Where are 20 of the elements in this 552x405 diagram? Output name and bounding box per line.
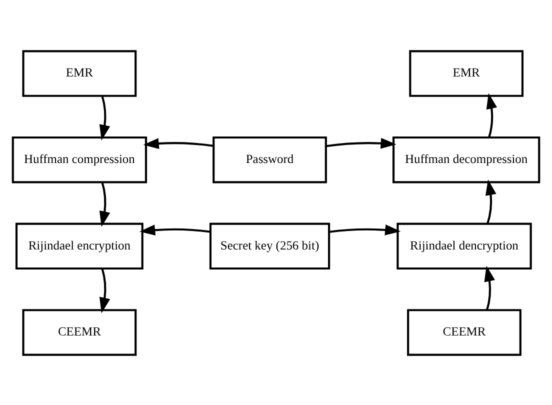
arrow: [99, 268, 110, 313]
arrow: [140, 224, 210, 236]
node-box: Huffman compression: [12, 136, 148, 183]
node-box: CEEMR: [407, 308, 522, 356]
node-box: CEEMR: [22, 308, 137, 356]
node-box: Password: [212, 136, 327, 183]
arrow: [484, 265, 495, 310]
node-box: EMR: [409, 50, 524, 96]
arrow: [486, 178, 496, 224]
arrow: [99, 95, 110, 140]
node-box: Secret key (256 bit): [209, 222, 330, 270]
arrow: [486, 92, 498, 138]
arrow: [99, 182, 110, 226]
node-box: EMR: [22, 50, 137, 96]
node-box: Rijindael dencryption: [396, 222, 532, 270]
node-box: Rijindael encryption: [15, 222, 144, 270]
node-box: Huffman decompression: [392, 136, 540, 183]
arrow: [329, 224, 401, 235]
arrow: [143, 138, 214, 148]
arrow: [326, 137, 396, 148]
